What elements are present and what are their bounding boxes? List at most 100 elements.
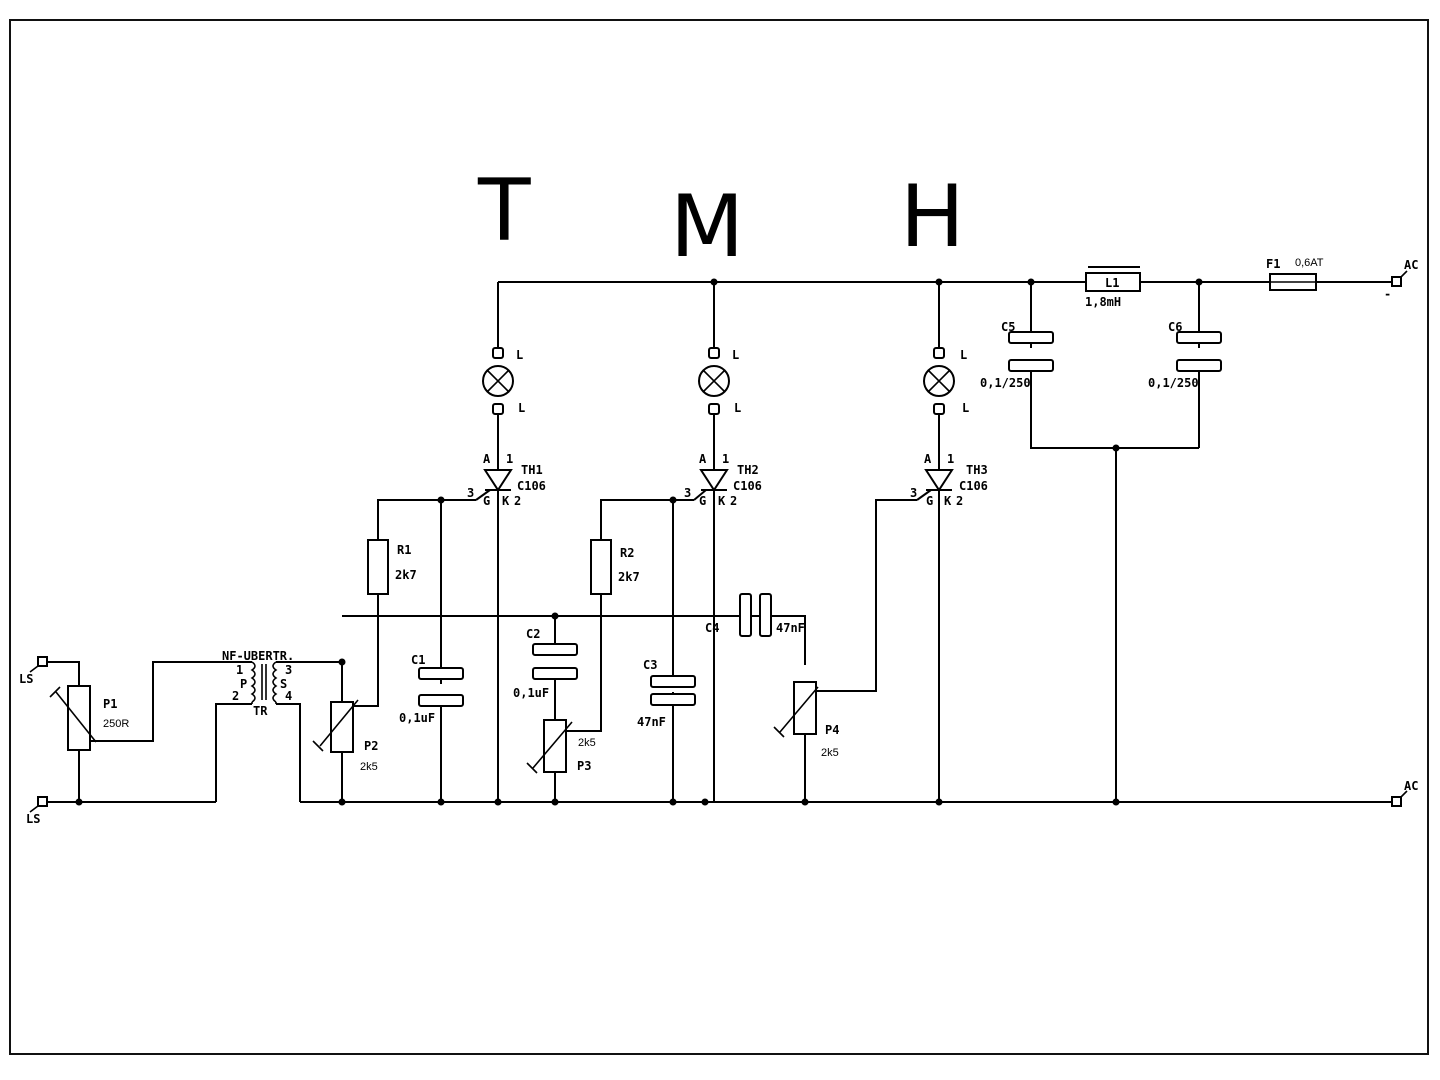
thyristor-body bbox=[924, 469, 954, 492]
resistor-body bbox=[67, 685, 91, 751]
component-name: F1 bbox=[1266, 257, 1280, 271]
potentiometer-p4: P4 2k5 bbox=[773, 681, 839, 759]
component-value: 1,8mH bbox=[1085, 295, 1121, 309]
terminal-ac-bottom: AC bbox=[1391, 779, 1418, 807]
thyristor-body bbox=[483, 469, 513, 492]
lamp-pin bbox=[708, 347, 720, 359]
pin-label: 2 bbox=[730, 494, 737, 508]
junction bbox=[551, 798, 559, 806]
junction bbox=[669, 496, 677, 504]
capacitor-plate bbox=[759, 593, 772, 637]
lamp-label: L bbox=[734, 401, 741, 415]
label-h: H bbox=[900, 167, 965, 267]
component-name: C2 bbox=[526, 627, 540, 641]
component-name: C1 bbox=[411, 653, 425, 667]
capacitor-plate bbox=[418, 667, 464, 680]
junction bbox=[437, 798, 445, 806]
component-name: C5 bbox=[1001, 320, 1015, 334]
label-m: M bbox=[670, 177, 744, 277]
terminal-label: LS bbox=[26, 812, 40, 826]
pin-label: G bbox=[926, 494, 933, 508]
lamp-pin bbox=[492, 347, 504, 359]
potentiometer-p1: P1 250R bbox=[49, 685, 129, 751]
lamp-pin bbox=[708, 403, 720, 415]
pin-label: K bbox=[502, 494, 510, 508]
junction bbox=[75, 798, 83, 806]
lamp-label: L bbox=[518, 401, 525, 415]
component-value: 2k7 bbox=[618, 570, 640, 584]
pin-label: 3 bbox=[467, 486, 474, 500]
pin-label: K bbox=[944, 494, 952, 508]
lamp-label: L bbox=[516, 348, 523, 362]
capacitor-c3: C3 47nF bbox=[637, 658, 696, 729]
thyristor-type: C106 bbox=[517, 479, 546, 493]
pin-label: 4 bbox=[285, 689, 292, 703]
pin-label: G bbox=[699, 494, 706, 508]
component-value: 2k5 bbox=[578, 737, 596, 749]
capacitor-plate bbox=[650, 675, 696, 688]
lamp-label: L bbox=[960, 348, 967, 362]
capacitor-c1: C1 0,1uF bbox=[399, 653, 464, 725]
lamp-t: L L bbox=[482, 347, 525, 415]
label-t: T bbox=[477, 161, 531, 261]
junction bbox=[494, 798, 502, 806]
terminal-pad bbox=[37, 656, 48, 667]
component-value: 47nF bbox=[776, 621, 805, 635]
junction bbox=[1112, 444, 1120, 452]
component-name: C4 bbox=[705, 621, 719, 635]
capacitor-plate bbox=[1008, 359, 1054, 372]
drawing-frame bbox=[9, 19, 1429, 1055]
component-name: R1 bbox=[397, 543, 411, 557]
lamp-label: L bbox=[962, 401, 969, 415]
thyristor-type: C106 bbox=[733, 479, 762, 493]
potentiometer-p3: 2k5 P3 bbox=[526, 719, 596, 774]
junction bbox=[710, 278, 718, 286]
pin-label: 1 bbox=[236, 663, 243, 677]
terminal-label: LS bbox=[19, 672, 33, 686]
lamp-m: L L bbox=[698, 347, 741, 415]
terminal-pad bbox=[37, 796, 48, 807]
transformer-title: NF-UBERTR. bbox=[222, 649, 294, 663]
capacitor-plate bbox=[532, 643, 578, 656]
junction-dots bbox=[75, 278, 1203, 806]
transformer-tr: NF-UBERTR. 1 2 P 3 4 S TR bbox=[222, 649, 294, 718]
junction bbox=[1027, 278, 1035, 286]
wires bbox=[48, 281, 1392, 803]
junction bbox=[338, 798, 346, 806]
resistor-body bbox=[330, 701, 354, 753]
primary-label: P bbox=[240, 677, 247, 691]
terminal-pad bbox=[1391, 796, 1402, 807]
pin-label: 3 bbox=[684, 486, 691, 500]
lamp-h: L L bbox=[923, 347, 969, 415]
resistor-r2: R2 2k7 bbox=[590, 539, 640, 595]
pin-label: 3 bbox=[910, 486, 917, 500]
thyristor-name: TH2 bbox=[737, 463, 759, 477]
pin-label: 1 bbox=[947, 452, 954, 466]
capacitor-plate bbox=[1008, 331, 1054, 344]
inductor-l1: L1 1,8mH bbox=[1085, 266, 1141, 309]
junction bbox=[1195, 278, 1203, 286]
junction bbox=[669, 798, 677, 806]
terminal-label: AC bbox=[1404, 779, 1418, 793]
pin-label: 2 bbox=[232, 689, 239, 703]
thyristor-name: TH3 bbox=[966, 463, 988, 477]
pin-label: 1 bbox=[506, 452, 513, 466]
component-name: P4 bbox=[825, 723, 839, 737]
junction bbox=[1112, 798, 1120, 806]
secondary-label: S bbox=[280, 677, 287, 691]
terminal-polarity: - bbox=[1384, 287, 1391, 301]
component-value: 0,1/250 bbox=[1148, 376, 1199, 390]
resistor-body bbox=[793, 681, 817, 735]
capacitor-plate bbox=[1176, 359, 1222, 372]
fuse-f1: F1 0,6AT bbox=[1266, 257, 1324, 291]
capacitor-plate bbox=[418, 694, 464, 707]
pin-label: 2 bbox=[956, 494, 963, 508]
thyristor-th3: A 1 TH3 C106 3 G K 2 bbox=[910, 452, 988, 508]
thyristor-body bbox=[699, 469, 729, 492]
terminal-ac-top: AC - bbox=[1384, 258, 1418, 301]
terminal-ls-top: LS bbox=[19, 656, 48, 686]
terminal-ls-bottom: LS bbox=[26, 796, 48, 826]
capacitor-plate bbox=[1176, 331, 1222, 344]
pin-label: A bbox=[483, 452, 491, 466]
lamp-pin bbox=[933, 347, 945, 359]
